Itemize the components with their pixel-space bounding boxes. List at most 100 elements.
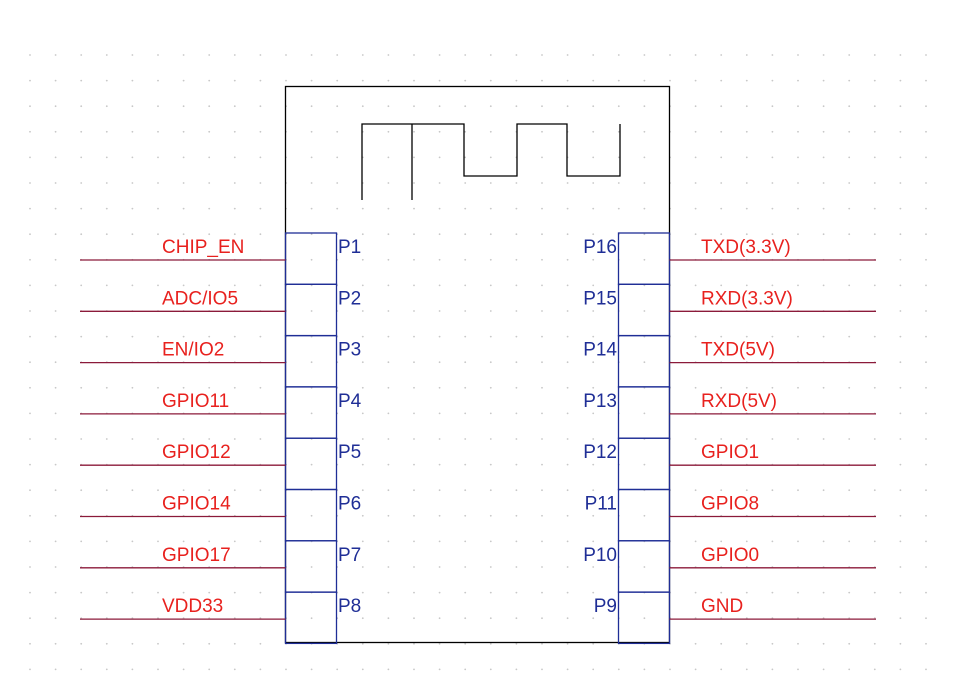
grid-dot xyxy=(29,412,31,415)
grid-dot xyxy=(643,617,646,620)
grid-dot xyxy=(515,668,518,671)
grid-dot xyxy=(771,489,774,492)
grid-dot xyxy=(592,463,595,466)
grid-dot xyxy=(285,54,287,56)
grid-dot xyxy=(336,105,339,108)
grid-dot xyxy=(541,463,543,466)
grid-dot xyxy=(925,463,927,466)
grid-dot xyxy=(541,642,543,645)
pin-label: GPIO11 xyxy=(162,391,229,412)
grid-dot xyxy=(515,258,518,261)
grid-dot xyxy=(797,233,799,236)
grid-dot xyxy=(336,130,339,133)
grid-dot xyxy=(899,258,902,261)
grid-dot xyxy=(873,642,876,645)
grid-dot xyxy=(745,233,748,236)
grid-dot xyxy=(29,310,31,312)
grid-dot xyxy=(925,310,927,312)
grid-dot xyxy=(464,284,467,287)
grid-dot xyxy=(310,233,313,236)
grid-dot xyxy=(566,258,569,261)
grid-dot xyxy=(720,207,723,210)
grid-dot xyxy=(80,130,83,133)
grid-dot xyxy=(541,79,543,82)
grid-dot xyxy=(515,79,518,82)
grid-dot xyxy=(541,182,543,184)
grid-dot xyxy=(643,130,646,133)
grid-dot xyxy=(515,566,518,568)
grid-dot xyxy=(822,79,825,82)
grid-dot xyxy=(592,182,595,184)
grid-dot xyxy=(438,617,441,620)
grid-dot xyxy=(131,233,134,236)
grid-dot xyxy=(464,566,467,568)
grid-dot xyxy=(873,79,876,82)
grid-dot xyxy=(131,284,134,287)
grid-dot xyxy=(131,54,134,56)
pin-number: P16 xyxy=(583,237,617,258)
grid-dot xyxy=(310,566,313,568)
grid-dot xyxy=(489,182,492,184)
grid-dot xyxy=(592,105,595,108)
grid-dot xyxy=(566,284,569,287)
grid-dot xyxy=(541,540,543,543)
grid-dot xyxy=(208,668,211,671)
grid-dot xyxy=(592,335,595,338)
grid-dot xyxy=(438,79,441,82)
grid-dot xyxy=(873,335,876,338)
grid-dot xyxy=(80,668,83,671)
grid-dot xyxy=(387,617,390,620)
grid-dot xyxy=(361,514,364,517)
grid-dot xyxy=(848,233,851,236)
grid-dot xyxy=(541,668,543,671)
grid-dot xyxy=(361,489,364,492)
grid-dot xyxy=(464,514,467,517)
grid-dot xyxy=(617,79,620,82)
grid-dot xyxy=(131,156,134,159)
grid-dot xyxy=(771,386,774,389)
grid-dot xyxy=(80,79,83,82)
grid-dot xyxy=(592,668,595,671)
grid-dot xyxy=(720,130,723,133)
grid-dot xyxy=(310,463,313,466)
grid-dot xyxy=(925,540,927,543)
grid-dot xyxy=(233,54,236,56)
grid-dot xyxy=(899,182,902,184)
grid-dot xyxy=(489,310,492,312)
grid-dot xyxy=(105,642,108,645)
grid-dot xyxy=(566,207,569,210)
grid-dot xyxy=(157,130,159,133)
grid-dot xyxy=(592,258,595,261)
grid-dot xyxy=(566,642,569,645)
grid-dot xyxy=(182,156,185,159)
grid-dot xyxy=(720,233,723,236)
grid-dot xyxy=(233,335,236,338)
grid-dot xyxy=(413,258,415,261)
grid-dot xyxy=(233,182,236,184)
grid-dot xyxy=(413,386,415,389)
grid-dot xyxy=(489,335,492,338)
grid-dot xyxy=(310,156,313,159)
grid-dot xyxy=(259,284,262,287)
grid-dot xyxy=(54,105,57,108)
grid-dot xyxy=(29,79,31,82)
grid-dot xyxy=(515,386,518,389)
grid-dot xyxy=(387,182,390,184)
grid-dot xyxy=(797,335,799,338)
grid-dot xyxy=(182,335,185,338)
grid-dot xyxy=(208,284,211,287)
grid-dot xyxy=(771,668,774,671)
grid-dot xyxy=(131,540,134,543)
grid-dot xyxy=(745,642,748,645)
grid-dot xyxy=(233,156,236,159)
grid-dot xyxy=(157,335,159,338)
grid-dot xyxy=(413,335,415,338)
grid-dot xyxy=(464,438,467,440)
grid-dot xyxy=(925,642,927,645)
grid-dot xyxy=(925,105,927,108)
grid-dot xyxy=(438,207,441,210)
grid-dot xyxy=(515,182,518,184)
grid-dot xyxy=(438,130,441,133)
grid-dot xyxy=(515,438,518,440)
